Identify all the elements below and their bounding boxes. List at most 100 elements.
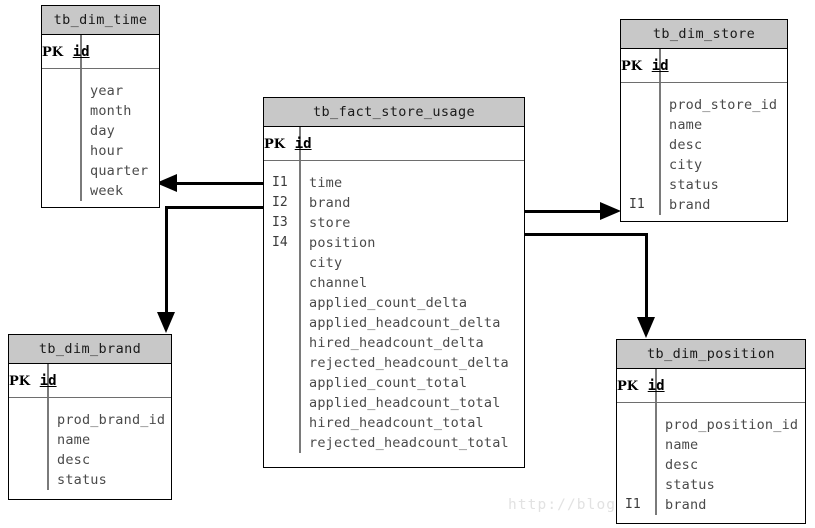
field-name: store: [309, 215, 351, 231]
field-name: status: [665, 477, 715, 493]
pk-key-label: PK: [621, 59, 643, 74]
field-name: day: [90, 123, 115, 139]
field-row: I3 store: [264, 213, 524, 233]
connector-fact-to-dim-store: [525, 210, 603, 213]
pk-field-name: id: [647, 378, 665, 394]
field-row: prod_brand_id: [9, 410, 171, 430]
connector-fact-to-dim-brand-horizontal: [165, 206, 263, 209]
entity-tb-fact-store-usage[interactable]: tb_fact_store_usage PK id I1 time I2 bra…: [263, 97, 525, 468]
field-name: prod_position_id: [665, 417, 799, 433]
entity-title-tb-dim-store: tb_dim_store: [621, 20, 787, 49]
arrowhead-dim-brand: [157, 312, 175, 333]
field-name: desc: [57, 452, 91, 468]
field-row: month: [42, 101, 159, 121]
field-row: hour: [42, 141, 159, 161]
pk-key-label: PK: [264, 137, 286, 152]
field-row: applied_headcount_delta: [264, 313, 524, 333]
field-spacer: [621, 83, 787, 95]
field-row: applied_count_delta: [264, 293, 524, 313]
entity-title-tb-dim-brand: tb_dim_brand: [9, 335, 171, 364]
field-row: I1 brand: [617, 495, 805, 515]
connector-fact-to-dim-position-horizontal: [525, 233, 647, 236]
field-row: hired_headcount_delta: [264, 333, 524, 353]
entity-title-tb-dim-position: tb_dim_position: [617, 340, 805, 369]
field-name: brand: [669, 197, 711, 213]
field-name: applied_headcount_total: [309, 395, 501, 411]
pk-key-label: PK: [42, 45, 64, 60]
entity-tb-dim-position[interactable]: tb_dim_position PK id prod_position_id n…: [616, 339, 806, 524]
field-name: brand: [309, 195, 351, 211]
entity-tb-dim-store[interactable]: tb_dim_store PK id prod_store_id name de…: [620, 19, 788, 222]
entity-tb-dim-time[interactable]: tb_dim_time PK id year month day hour: [41, 5, 160, 208]
field-name: rejected_headcount_delta: [309, 355, 509, 371]
connector-fact-to-dim-position-vertical: [645, 233, 648, 318]
field-name: applied_headcount_delta: [309, 315, 501, 331]
pk-row-tb-dim-brand: PK id: [9, 364, 171, 398]
field-row: status: [621, 175, 787, 195]
field-row: quarter: [42, 161, 159, 181]
field-name: status: [57, 472, 107, 488]
field-name: time: [309, 175, 343, 191]
arrowhead-dim-time: [156, 174, 177, 192]
field-name: desc: [669, 137, 703, 153]
field-row: name: [617, 435, 805, 455]
field-row: applied_count_total: [264, 373, 524, 393]
pk-field-name: id: [72, 44, 90, 60]
field-spacer: [617, 403, 805, 415]
field-row: name: [9, 430, 171, 450]
field-row: name: [621, 115, 787, 135]
pk-row-tb-dim-time: PK id: [42, 35, 159, 69]
field-row: prod_store_id: [621, 95, 787, 115]
field-name: hired_headcount_total: [309, 415, 484, 431]
field-row: status: [9, 470, 171, 490]
field-spacer: [42, 69, 159, 81]
field-name: desc: [665, 457, 699, 473]
entity-title-tb-dim-time: tb_dim_time: [42, 6, 159, 35]
field-row: applied_headcount_total: [264, 393, 524, 413]
field-row: I1 time: [264, 173, 524, 193]
pk-key-label: PK: [9, 374, 31, 389]
field-name: city: [309, 255, 343, 271]
pk-row-tb-dim-store: PK id: [621, 49, 787, 83]
field-row: I1 brand: [621, 195, 787, 215]
pk-row-tb-dim-position: PK id: [617, 369, 805, 403]
field-row: status: [617, 475, 805, 495]
field-name: hour: [90, 143, 124, 159]
field-name: city: [669, 157, 703, 173]
field-row: channel: [264, 273, 524, 293]
field-name: hired_headcount_delta: [309, 335, 484, 351]
field-row: city: [621, 155, 787, 175]
pk-key-label: PK: [617, 379, 639, 394]
field-row: desc: [9, 450, 171, 470]
pk-field-name: id: [651, 58, 669, 74]
field-name: applied_count_delta: [309, 295, 468, 311]
field-key: I2: [272, 195, 288, 210]
field-row: prod_position_id: [617, 415, 805, 435]
field-row: desc: [617, 455, 805, 475]
field-name: prod_store_id: [669, 97, 778, 113]
field-spacer: [264, 161, 524, 173]
field-row: day: [42, 121, 159, 141]
field-name: position: [309, 235, 376, 251]
field-name: week: [90, 183, 124, 199]
arrowhead-dim-store: [600, 202, 621, 220]
field-row: rejected_headcount_delta: [264, 353, 524, 373]
field-name: month: [90, 103, 132, 119]
field-row: desc: [621, 135, 787, 155]
field-name: quarter: [90, 163, 149, 179]
field-name: applied_count_total: [309, 375, 468, 391]
pk-row-tb-fact-store-usage: PK id: [264, 127, 524, 161]
pk-field-name: id: [39, 373, 57, 389]
field-row: I4 position: [264, 233, 524, 253]
entity-tb-dim-brand[interactable]: tb_dim_brand PK id prod_brand_id name de…: [8, 334, 172, 500]
field-name: prod_brand_id: [57, 412, 166, 428]
field-row: week: [42, 181, 159, 201]
field-spacer: [9, 398, 171, 410]
field-name: name: [669, 117, 703, 133]
field-row: rejected_headcount_total: [264, 433, 524, 453]
field-name: brand: [665, 497, 707, 513]
field-name: rejected_headcount_total: [309, 435, 509, 451]
connector-fact-to-dim-brand-vertical: [165, 206, 168, 313]
field-name: name: [665, 437, 699, 453]
